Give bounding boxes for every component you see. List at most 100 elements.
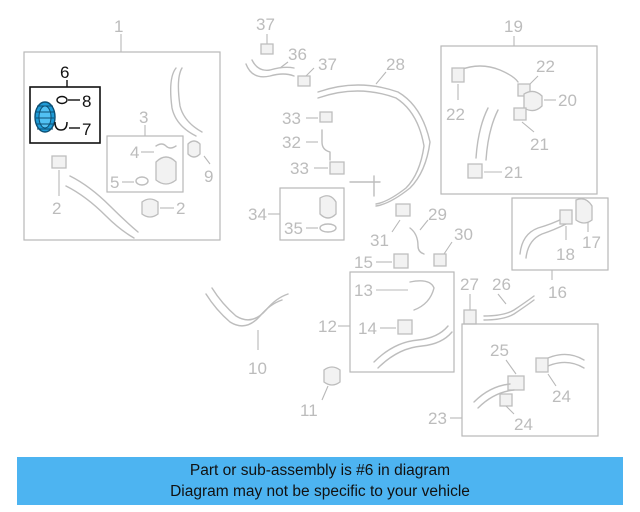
callout-17[interactable]: 17 [582, 233, 601, 252]
hose-lower-outline [65, 185, 135, 239]
callout-2-right[interactable]: 2 [176, 199, 185, 218]
callout-2-left[interactable]: 2 [52, 199, 61, 218]
group-1-box [23, 51, 221, 241]
clamp-33-bottom[interactable] [329, 161, 345, 175]
callout-1[interactable]: 1 [114, 17, 123, 36]
callout-34[interactable]: 34 [248, 205, 267, 224]
clamp-24-right[interactable] [535, 357, 549, 373]
callout-10[interactable]: 10 [248, 359, 267, 378]
hose-36-outline [251, 59, 295, 71]
hose-32[interactable] [321, 129, 331, 161]
info-banner-line-2: Diagram may not be specific to your vehi… [170, 483, 470, 500]
clip-7[interactable] [54, 121, 68, 131]
part-11[interactable] [323, 366, 341, 386]
callout-6[interactable]: 6 [60, 63, 69, 82]
callout-27[interactable]: 27 [460, 275, 479, 294]
callout-26[interactable]: 26 [492, 275, 511, 294]
o-ring-8[interactable] [56, 95, 68, 105]
callout-20[interactable]: 20 [558, 91, 577, 110]
callout-21-bottom[interactable]: 21 [504, 163, 523, 182]
callout-36[interactable]: 36 [288, 45, 307, 64]
callout-24-right[interactable]: 24 [552, 387, 571, 406]
callout-13[interactable]: 13 [354, 281, 373, 300]
hose-29[interactable] [409, 227, 425, 255]
callout-3[interactable]: 3 [139, 108, 148, 127]
callout-5[interactable]: 5 [110, 173, 119, 192]
part-6-highlighted[interactable] [34, 101, 56, 133]
callout-23[interactable]: 23 [428, 409, 447, 428]
clamp-2-right[interactable] [141, 198, 159, 218]
hose-upper-right[interactable] [169, 67, 197, 137]
callout-21-top[interactable]: 21 [530, 135, 549, 154]
clamp-18[interactable] [559, 209, 573, 225]
group-1: 1 6 8 7 3 4 5 2 [23, 17, 221, 241]
hose-lower[interactable] [69, 175, 139, 233]
callout-9[interactable]: 9 [204, 167, 213, 186]
part-35[interactable] [319, 223, 337, 233]
hose-23-left-outline [477, 389, 515, 409]
callout-16[interactable]: 16 [548, 283, 567, 302]
callout-14[interactable]: 14 [358, 319, 377, 338]
leader-11 [321, 385, 329, 401]
clamp-15[interactable] [393, 253, 409, 269]
hose-23-left[interactable] [473, 383, 511, 403]
callout-28[interactable]: 28 [386, 55, 405, 74]
clamp-22-left[interactable] [451, 67, 465, 83]
callout-37-top[interactable]: 37 [256, 15, 275, 34]
clamp-37-mid[interactable] [297, 75, 311, 87]
clamp-14[interactable] [397, 319, 413, 335]
hose-13[interactable] [409, 280, 435, 311]
part-4[interactable] [155, 143, 177, 149]
leader-9 [203, 155, 211, 165]
callout-18[interactable]: 18 [556, 245, 575, 264]
pipe-28[interactable] [317, 84, 431, 207]
callout-8[interactable]: 8 [82, 92, 91, 111]
callout-11[interactable]: 11 [300, 401, 318, 420]
callout-35[interactable]: 35 [284, 219, 303, 238]
info-banner: Part or sub-assembly is #6 in diagram Di… [17, 457, 623, 505]
hose-26-outline [483, 299, 535, 321]
callout-24-bottom[interactable]: 24 [514, 415, 533, 434]
clamp-30[interactable] [433, 253, 447, 267]
part-17[interactable] [575, 198, 593, 224]
hose-19-mid[interactable] [475, 107, 489, 159]
callout-22-left[interactable]: 22 [446, 105, 465, 124]
group-19-box [440, 45, 598, 195]
callout-37-mid[interactable]: 37 [318, 55, 337, 74]
part-20[interactable] [523, 90, 543, 112]
hose-26[interactable] [483, 295, 535, 317]
clamp-24-bottom[interactable] [499, 393, 513, 407]
clamp-21-bottom[interactable] [467, 163, 483, 179]
hose-19-top[interactable] [459, 65, 519, 83]
callout-4[interactable]: 4 [130, 143, 139, 162]
callout-33-top[interactable]: 33 [282, 109, 301, 128]
part-9[interactable] [187, 140, 201, 158]
part-5[interactable] [135, 176, 149, 186]
part-34-valve[interactable] [319, 195, 337, 219]
clamp-21-top[interactable] [513, 107, 527, 121]
callout-22-right[interactable]: 22 [536, 57, 555, 76]
hose-16[interactable] [519, 217, 565, 255]
callout-31[interactable]: 31 [370, 231, 389, 250]
callout-7[interactable]: 7 [82, 120, 91, 139]
group-12-box [349, 271, 455, 373]
callout-30[interactable]: 30 [454, 225, 473, 244]
clamp-33-top[interactable] [319, 111, 333, 123]
clamp-27[interactable] [463, 309, 477, 325]
thermostat-housing[interactable] [155, 156, 177, 185]
pipe-12[interactable] [373, 325, 449, 363]
callout-15[interactable]: 15 [354, 253, 373, 272]
clamp-2-left[interactable] [51, 155, 67, 169]
callout-19[interactable]: 19 [504, 17, 523, 36]
callout-33-bottom[interactable]: 33 [290, 159, 309, 178]
callout-32[interactable]: 32 [282, 133, 301, 152]
clamp-37-top[interactable] [260, 43, 274, 55]
leader-31 [391, 219, 401, 233]
callout-25[interactable]: 25 [490, 341, 509, 360]
callout-12[interactable]: 12 [318, 317, 337, 336]
callout-29[interactable]: 29 [428, 205, 447, 224]
hose-36[interactable] [245, 63, 295, 78]
part-25[interactable] [507, 375, 525, 391]
clamp-31[interactable] [395, 203, 411, 217]
pipe-10[interactable] [205, 293, 283, 327]
